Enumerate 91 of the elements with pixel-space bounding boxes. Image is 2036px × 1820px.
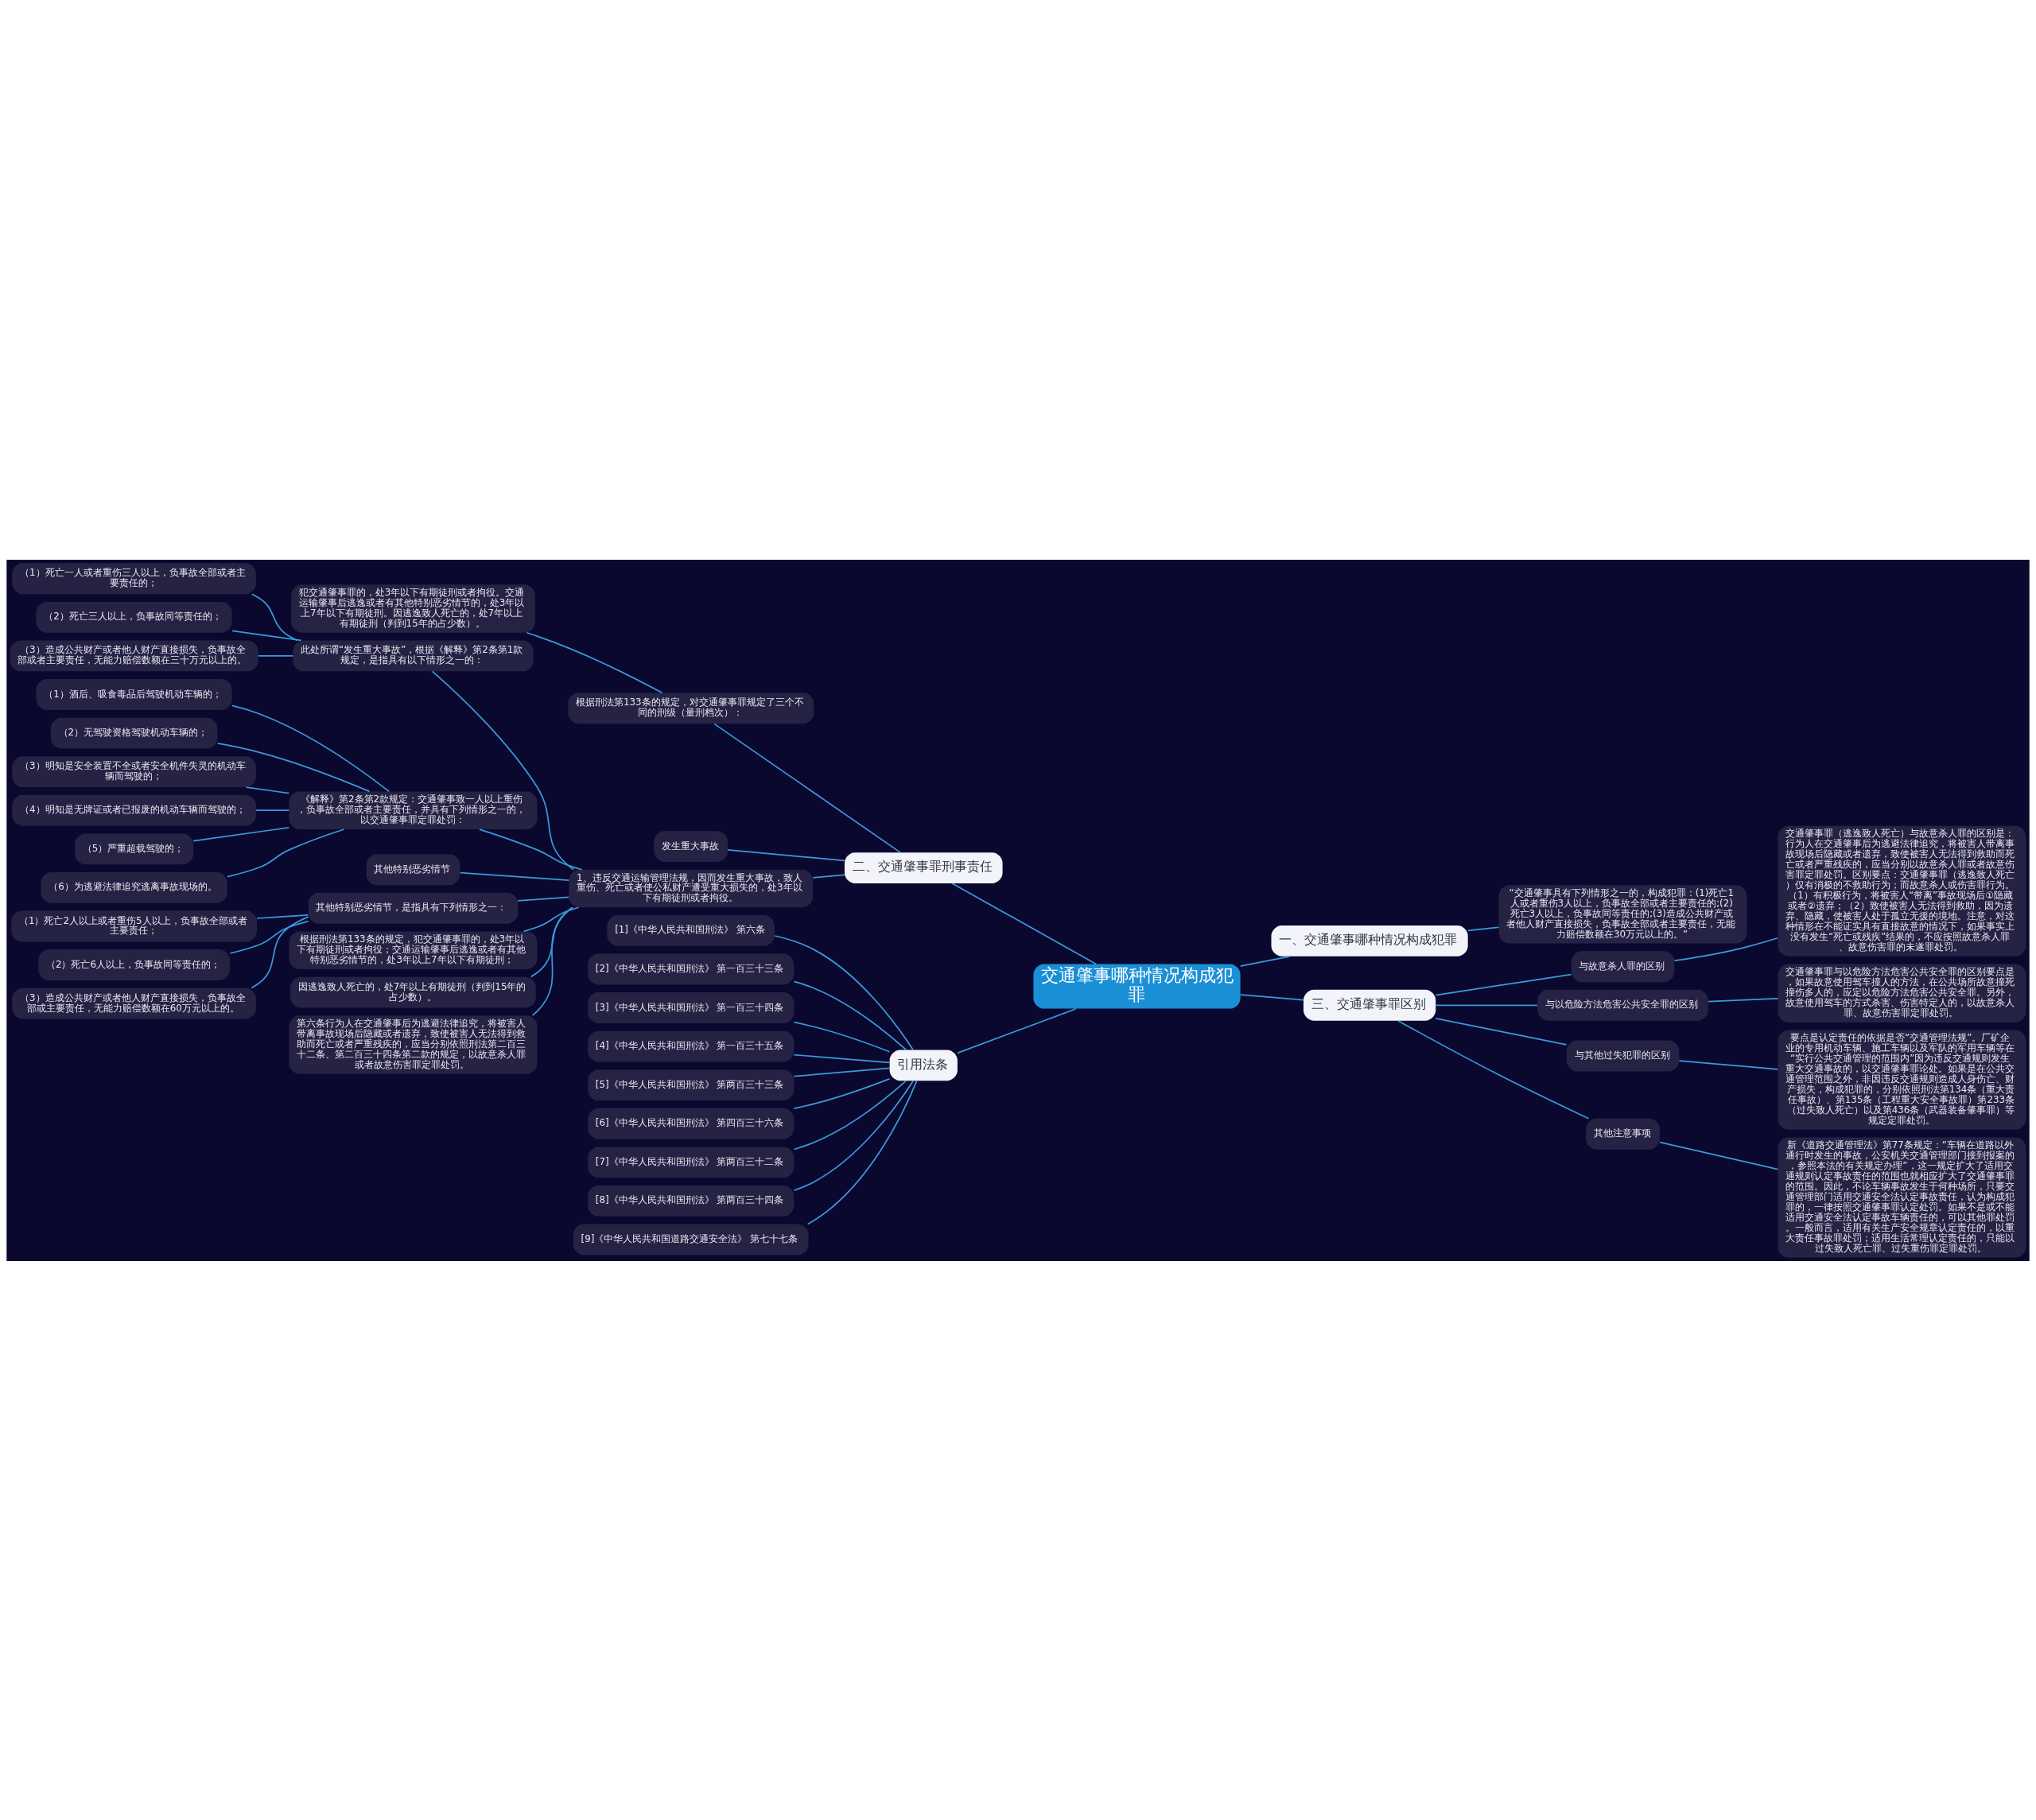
node-box: 交通肇事哪种情况构成犯罪 <box>1033 963 1241 1009</box>
node-box: 交通肇事罪（逃逸致人死亡）与故意杀人罪的区别是：行为人在交通肇事后为逃避法律追究，将被害人带离事故现场后隐藏或者遗弃，致使被害人无法得到救助而死亡或者严重残疾的，应当分别以故意杀人罪或者故意伤害罪定罪处罚。区别要点：交通肇事罪（逃逸致人死亡）仅有消极的不救助行为；而故意杀人或伤害罪行为。（1）有积极行为，将被害人“带离”事故现场后①隐藏或者②遗弃；（2）致使被害人无法得到救助，因为遗弃、隐藏，使被害人处于孤立无援的境地。注意，对这种情形在不能证实具有直接故意的情况下，如果事实上没有发生“死亡或残疾”结果的，不应按照故意杀人罪、故意伤害罪的未遂罪处罚。 <box>1778 825 2026 957</box>
node-box: [4]《中华人民共和国刑法》 第一百三十五条 <box>588 1030 795 1062</box>
connector <box>216 742 371 792</box>
node-box: [7]《中华人民共和国刑法》 第两百三十二条 <box>588 1146 795 1178</box>
connector <box>1659 1141 1779 1170</box>
node-box: 因逃逸致人死亡的，处7年以上有期徒刑（判到15年的占少数）。 <box>290 976 536 1008</box>
node-box: [3]《中华人民共和国刑法》 第一百三十四条 <box>588 991 795 1023</box>
node-box: [1]《中华人民共和国刑法》 第六条 <box>607 914 775 946</box>
node-box: [8]《中华人民共和国刑法》 第两百三十四条 <box>588 1185 795 1217</box>
connector <box>793 1021 891 1053</box>
connector <box>531 906 573 1016</box>
connector <box>727 848 845 861</box>
node-box: 犯交通肇事罪的，处3年以下有期徒刑或者拘役。交通运输肇事后逃逸或者有其他特别恶劣情节的，处3年以上7年以下有期徒刑。因逃逸致人死亡的，处7年以上有期徒刑（判到15年的占少数）。 <box>291 584 535 633</box>
node-box: （2）死亡6人以上，负事故同等责任的； <box>38 949 230 980</box>
node-box: [9]《中华人民共和国道路交通安全法》 第七十七条 <box>573 1224 809 1255</box>
connector <box>1708 997 1779 1003</box>
connector <box>1673 937 1778 961</box>
connector <box>1467 926 1500 931</box>
node-box: （1）酒后、吸食毒品后驾驶机动车辆的； <box>36 678 232 710</box>
node-box: （4）明知是无牌证或者已报废的机动车辆而驾驶的； <box>12 794 256 826</box>
connector <box>1239 993 1304 1000</box>
connector <box>431 670 575 871</box>
connector <box>257 654 294 657</box>
node-box: （1）死亡一人或者重伤三人以上，负事故全部或者主要责任的； <box>12 562 256 594</box>
connector <box>256 914 309 919</box>
node-box: 根据刑法第133条的规定，对交通肇事罪规定了三个不同的刑级（量刑档次）： <box>568 692 814 724</box>
node-box: 一、交通肇事哪种情况构成犯罪 <box>1271 925 1468 957</box>
connector <box>812 873 845 879</box>
connector <box>793 980 907 1050</box>
connector <box>479 828 583 871</box>
node-box: 《解释》第2条第2款规定：交通肇事致一人以上重伤，负事故全部或者主要责任，并具有下列情形之一的，以交通肇事罪定罪处罚： <box>289 791 538 829</box>
node-box: 与其他过失犯罪的区别 <box>1566 1040 1680 1071</box>
node-box: （3）造成公共财产或者他人财产直接损失，负事故全部或主要责任，无能力赔偿数额在60万元以上的。 <box>12 988 256 1019</box>
node-box: 引用法条 <box>889 1049 958 1081</box>
connector <box>1397 1019 1590 1120</box>
connector <box>517 896 569 902</box>
connector <box>793 1080 915 1191</box>
node-box: （3）造成公共财产或者他人财产直接损失，负事故全部或者主要责任，无能力赔偿数额在三十万元以上的。 <box>10 640 258 671</box>
node-box: 此处所谓“发生重大事故”，根据《解释》第2条第1款规定，是指具有以下情形之一的： <box>293 640 534 671</box>
node-box: （6）为逃避法律追究逃离事故现场的。 <box>41 871 227 903</box>
node-box: 二、交通肇事罪刑事责任 <box>844 852 1003 883</box>
connector <box>951 882 1098 964</box>
node-box: （5）严重超载驾驶的； <box>75 832 194 864</box>
connector <box>713 723 901 853</box>
node-box: 其他特别恶劣情节，是指具有下列情形之一： <box>308 892 519 924</box>
connector <box>806 1080 918 1224</box>
connector <box>1435 1017 1568 1046</box>
node-box: 根据刑法第133条的规定，犯交通肇事罪的，处3年以下有期徒刑或者拘役；交通运输肇事后逃逸或者有其他特别恶劣情节的，处3年以上7年以下有期徒刑； <box>289 930 538 969</box>
node-box: “交通肇事具有下列情形之一的，构成犯罪：(1)死亡1人或者重伤3人以上，负事故全部或者主要责任的;(2)死亡3人以上，负事故同等责任的;(3)造成公共财产或者他人财产直接损失，负事故全部或者主要责任，无能力赔偿数额在30万元以上的。” <box>1498 884 1747 944</box>
node-box: 三、交通肇事罪区别 <box>1303 989 1436 1021</box>
connector <box>1678 1059 1779 1070</box>
connector <box>523 906 580 932</box>
node-box: 与以危险方法危害公共安全罪的区别 <box>1537 989 1708 1021</box>
node-box: 与故意杀人罪的区别 <box>1571 950 1675 982</box>
connector <box>793 1067 891 1077</box>
connector <box>459 871 570 881</box>
connector <box>229 920 309 954</box>
node-box: [6]《中华人民共和国刑法》 第四百三十六条 <box>588 1108 795 1139</box>
node-box: （3）明知是安全装置不全或者安全机件失灵的机动车辆而驾驶的； <box>12 755 256 787</box>
connector <box>793 1077 891 1109</box>
connector <box>1435 973 1572 995</box>
node-box: 其他特别恶劣情节 <box>366 853 460 885</box>
node-box: [2]《中华人民共和国刑法》 第一百三十三条 <box>588 953 795 984</box>
node-box: 交通肇事罪与以危险方法危害公共安全罪的区别要点是，如果故意使用驾车撞人的方法，在公共场所故意撞死撞伤多人的，应定以危险方法危害公共安全罪。另外，故意使用驾车的方式杀害、伤害特定人的，以故意杀人罪、故意伤害罪定罪处罚。 <box>1778 963 2026 1023</box>
connector <box>231 630 302 641</box>
connector <box>245 786 290 794</box>
connector <box>251 592 298 641</box>
node-box: （2）死亡三人以上，负事故同等责任的； <box>36 601 232 633</box>
node-box: [5]《中华人民共和国刑法》 第两百三十三条 <box>588 1069 795 1100</box>
connector <box>251 915 309 988</box>
node-box: 其他注意事项 <box>1586 1118 1660 1150</box>
connector <box>231 704 390 792</box>
connector <box>530 906 574 977</box>
connector <box>227 828 345 877</box>
connector <box>1239 955 1291 967</box>
node-box: （1）死亡2人以上或者重伤5人以上，负事故全部或者主要责任； <box>11 910 257 941</box>
node-box: 要点是认定责任的依据是否“交通管理法规”。厂矿企业的专用机动车辆、施工车辆以及军队的军用车辆等在“实行公共交通管理的范围内”因为违反交通规则发生重大交通事故的，以交通肇事罪论处。如果是在公共交通管理范围之外，非因违反交通规则造成人身伤亡、财产损失，构成犯罪的，分别依照刑法第134条（重大责任事故）、第135条（工程重大安全事故罪）第233条（过失致人死亡）以及第436条（武器装备肇事罪）等规定定罪处罚。 <box>1778 1030 2026 1130</box>
node-box: 新《道路交通管理法》第77条规定：“车辆在道路以外通行时发生的事故，公安机关交通管理部门接到报案的，参照本法的有关规定办理”，这一规定扩大了适用交通规则认定事故责任的范围也就相应扩大了交通肇事罪的范围。因此，不论车辆事故发生于何种场所，只要交通管理部门适用交通安全法认定事故责任，认为构成犯罪的，一律按照交通肇事罪认定处罚。如果不是或不能适用交通安全法认定事故车辆责任的，可以其他罪处罚。一般而言，适用有关生产安全规章认定责任的，以重大责任事故罪处罚；适用生活常理认定责任的，只能以过失致人死亡罪、过失重伤罪定罪处罚。 <box>1778 1137 2026 1258</box>
connector <box>1435 1003 1538 1006</box>
connector <box>793 1054 891 1063</box>
connector <box>255 809 290 811</box>
connector <box>793 1080 907 1150</box>
connector <box>192 826 289 841</box>
connector <box>526 631 663 693</box>
connector <box>774 934 915 1050</box>
node-box: （2）无驾驶资格驾驶机动车辆的； <box>50 717 218 748</box>
node-box: 第六条行为人在交通肇事后为逃避法律追究，将被害人带离事故现场后隐藏或者遗弃，致使被害人无法得到救助而死亡或者严重残疾的，应当分别依照刑法第二百三十二条、第二百三十四条第二款的规定，以故意杀人罪或者故意伤害罪定罪处罚。 <box>289 1015 538 1074</box>
connector <box>957 1007 1077 1054</box>
node-box: 1、违反交通运输管理法规，因而发生重大事故，致人重伤、死亡或者使公私财产遭受重大损失的，处3年以下有期徒刑或者拘役。 <box>569 869 813 907</box>
node-box: 发生重大事故 <box>654 830 729 862</box>
